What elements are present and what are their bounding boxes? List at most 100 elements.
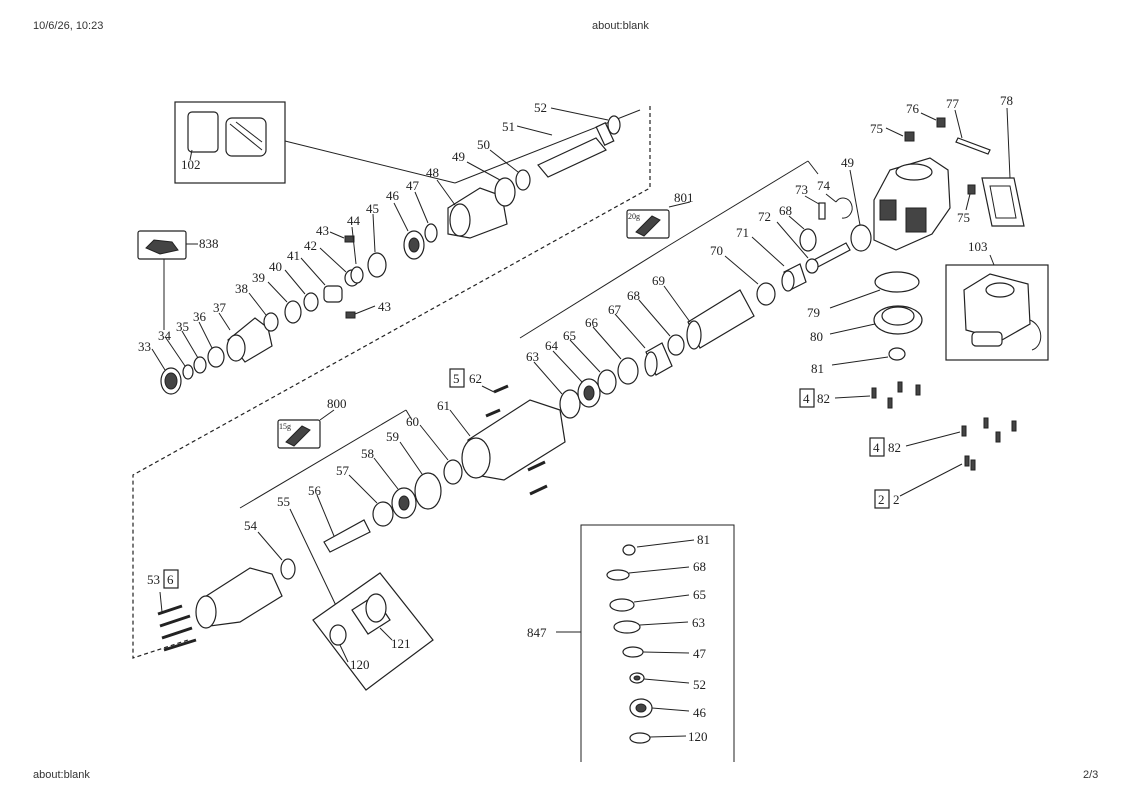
callout-qty-5: 5 62 bbox=[449, 368, 495, 393]
label-103: 103 bbox=[968, 239, 988, 254]
part-81: 81 bbox=[811, 347, 906, 376]
part-62-screws bbox=[485, 384, 548, 496]
part-47: 47 bbox=[406, 178, 438, 243]
page-number: 2/3 bbox=[1083, 769, 1099, 781]
kit-label-46: 46 bbox=[693, 705, 707, 720]
label-45: 45 bbox=[366, 201, 379, 216]
part-58: 58 bbox=[361, 446, 417, 519]
part-60: 60 bbox=[406, 414, 463, 485]
part-75-upper: 75 bbox=[870, 121, 915, 142]
label-75-lower: 75 bbox=[957, 210, 970, 225]
label-47: 47 bbox=[406, 178, 420, 193]
print-url-header: about:blank bbox=[592, 20, 649, 32]
part-57: 57 bbox=[336, 463, 394, 527]
label-801: 801 bbox=[674, 190, 694, 205]
part-68-upper: 68 bbox=[779, 203, 817, 252]
kit-label-120: 120 bbox=[688, 729, 708, 744]
assembly-boundary bbox=[132, 106, 651, 659]
label-66: 66 bbox=[585, 315, 599, 330]
part-72: 72 bbox=[758, 209, 851, 274]
callout-box-847: 847 81 68 65 63 47 52 46 120 bbox=[527, 524, 735, 762]
part-73: 73 bbox=[795, 182, 826, 220]
callout-qty-4-lower: 4 82 bbox=[869, 417, 1017, 457]
part-43-lower: 43 bbox=[345, 299, 391, 319]
label-82-lower: 82 bbox=[888, 440, 901, 455]
part-55: 55 bbox=[277, 494, 341, 615]
kit-label-65: 65 bbox=[693, 587, 706, 602]
part-54: 54 bbox=[195, 518, 296, 629]
label-63: 63 bbox=[526, 349, 539, 364]
label-36: 36 bbox=[193, 309, 207, 324]
kit-label-63: 63 bbox=[692, 615, 705, 630]
part-50: 50 bbox=[477, 137, 531, 191]
callout-qty-4-upper: 4 82 bbox=[799, 381, 921, 409]
qty-2: 2 bbox=[878, 492, 885, 507]
part-69: 69 bbox=[652, 273, 755, 350]
label-74: 74 bbox=[817, 178, 831, 193]
callout-box-120-121: 120 121 bbox=[312, 572, 434, 691]
label-70: 70 bbox=[710, 243, 723, 258]
part-61: 61 bbox=[437, 398, 566, 481]
label-68-upper: 68 bbox=[779, 203, 792, 218]
qty-6: 6 bbox=[167, 572, 174, 587]
label-56: 56 bbox=[308, 483, 322, 498]
label-2: 2 bbox=[893, 492, 900, 507]
print-datetime: 10/6/26, 10:23 bbox=[33, 20, 104, 32]
part-46: 46 bbox=[386, 188, 425, 260]
print-url-footer: about:blank bbox=[33, 769, 90, 781]
part-36: 36 bbox=[193, 309, 225, 368]
part-70: 70 bbox=[710, 243, 776, 306]
label-44: 44 bbox=[347, 213, 361, 228]
label-40: 40 bbox=[269, 259, 282, 274]
callout-box-102: 102 bbox=[174, 101, 286, 184]
part-65: 65 bbox=[563, 328, 617, 395]
callout-qty-2: 2 2 bbox=[874, 455, 976, 509]
label-800: 800 bbox=[327, 396, 347, 411]
grease-amount-801: 20g bbox=[628, 212, 640, 221]
callout-qty-6: 53 6 bbox=[147, 569, 179, 613]
part-44: 44 bbox=[347, 213, 364, 284]
part-79: 79 bbox=[807, 271, 920, 320]
part-75-lower: 75 bbox=[957, 184, 976, 225]
part-41: 41 bbox=[287, 248, 343, 303]
kit-label-47: 47 bbox=[693, 646, 707, 661]
label-49-upper: 49 bbox=[452, 149, 465, 164]
part-42: 42 bbox=[304, 238, 360, 287]
label-39: 39 bbox=[252, 270, 265, 285]
label-34: 34 bbox=[158, 328, 172, 343]
label-75-upper: 75 bbox=[870, 121, 883, 136]
part-71: 71 bbox=[736, 225, 807, 292]
part-66: 66 bbox=[585, 315, 639, 385]
part-67: 67 bbox=[608, 302, 673, 377]
part-59: 59 bbox=[386, 429, 442, 510]
label-65: 65 bbox=[563, 328, 576, 343]
qty-4-upper: 4 bbox=[803, 391, 810, 406]
part-80: 80 bbox=[810, 305, 923, 344]
part-52-upper: 52 bbox=[534, 100, 621, 135]
label-62: 62 bbox=[469, 371, 482, 386]
part-38: 38 bbox=[235, 281, 279, 332]
label-72: 72 bbox=[758, 209, 771, 224]
label-38: 38 bbox=[235, 281, 248, 296]
part-49-lower: 49 bbox=[841, 155, 872, 252]
part-48: 48 bbox=[426, 165, 508, 239]
part-68-middle: 68 bbox=[627, 288, 685, 356]
callout-box-838: 838 bbox=[137, 230, 219, 330]
label-76: 76 bbox=[906, 101, 920, 116]
label-43-lower: 43 bbox=[378, 299, 391, 314]
part-77: 77 bbox=[946, 96, 991, 155]
qty-4-lower: 4 bbox=[873, 440, 880, 455]
part-63: 63 bbox=[526, 349, 581, 419]
label-43-upper: 43 bbox=[316, 223, 329, 238]
callout-box-800: 15g 800 bbox=[277, 396, 347, 449]
label-49-lower: 49 bbox=[841, 155, 854, 170]
label-838: 838 bbox=[199, 236, 219, 251]
label-42: 42 bbox=[304, 238, 317, 253]
part-43-upper: 43 bbox=[316, 223, 355, 243]
part-40: 40 bbox=[269, 259, 319, 312]
label-48: 48 bbox=[426, 165, 439, 180]
part-53-screws bbox=[157, 604, 197, 652]
label-50: 50 bbox=[477, 137, 490, 152]
part-33: 33 bbox=[138, 339, 182, 395]
